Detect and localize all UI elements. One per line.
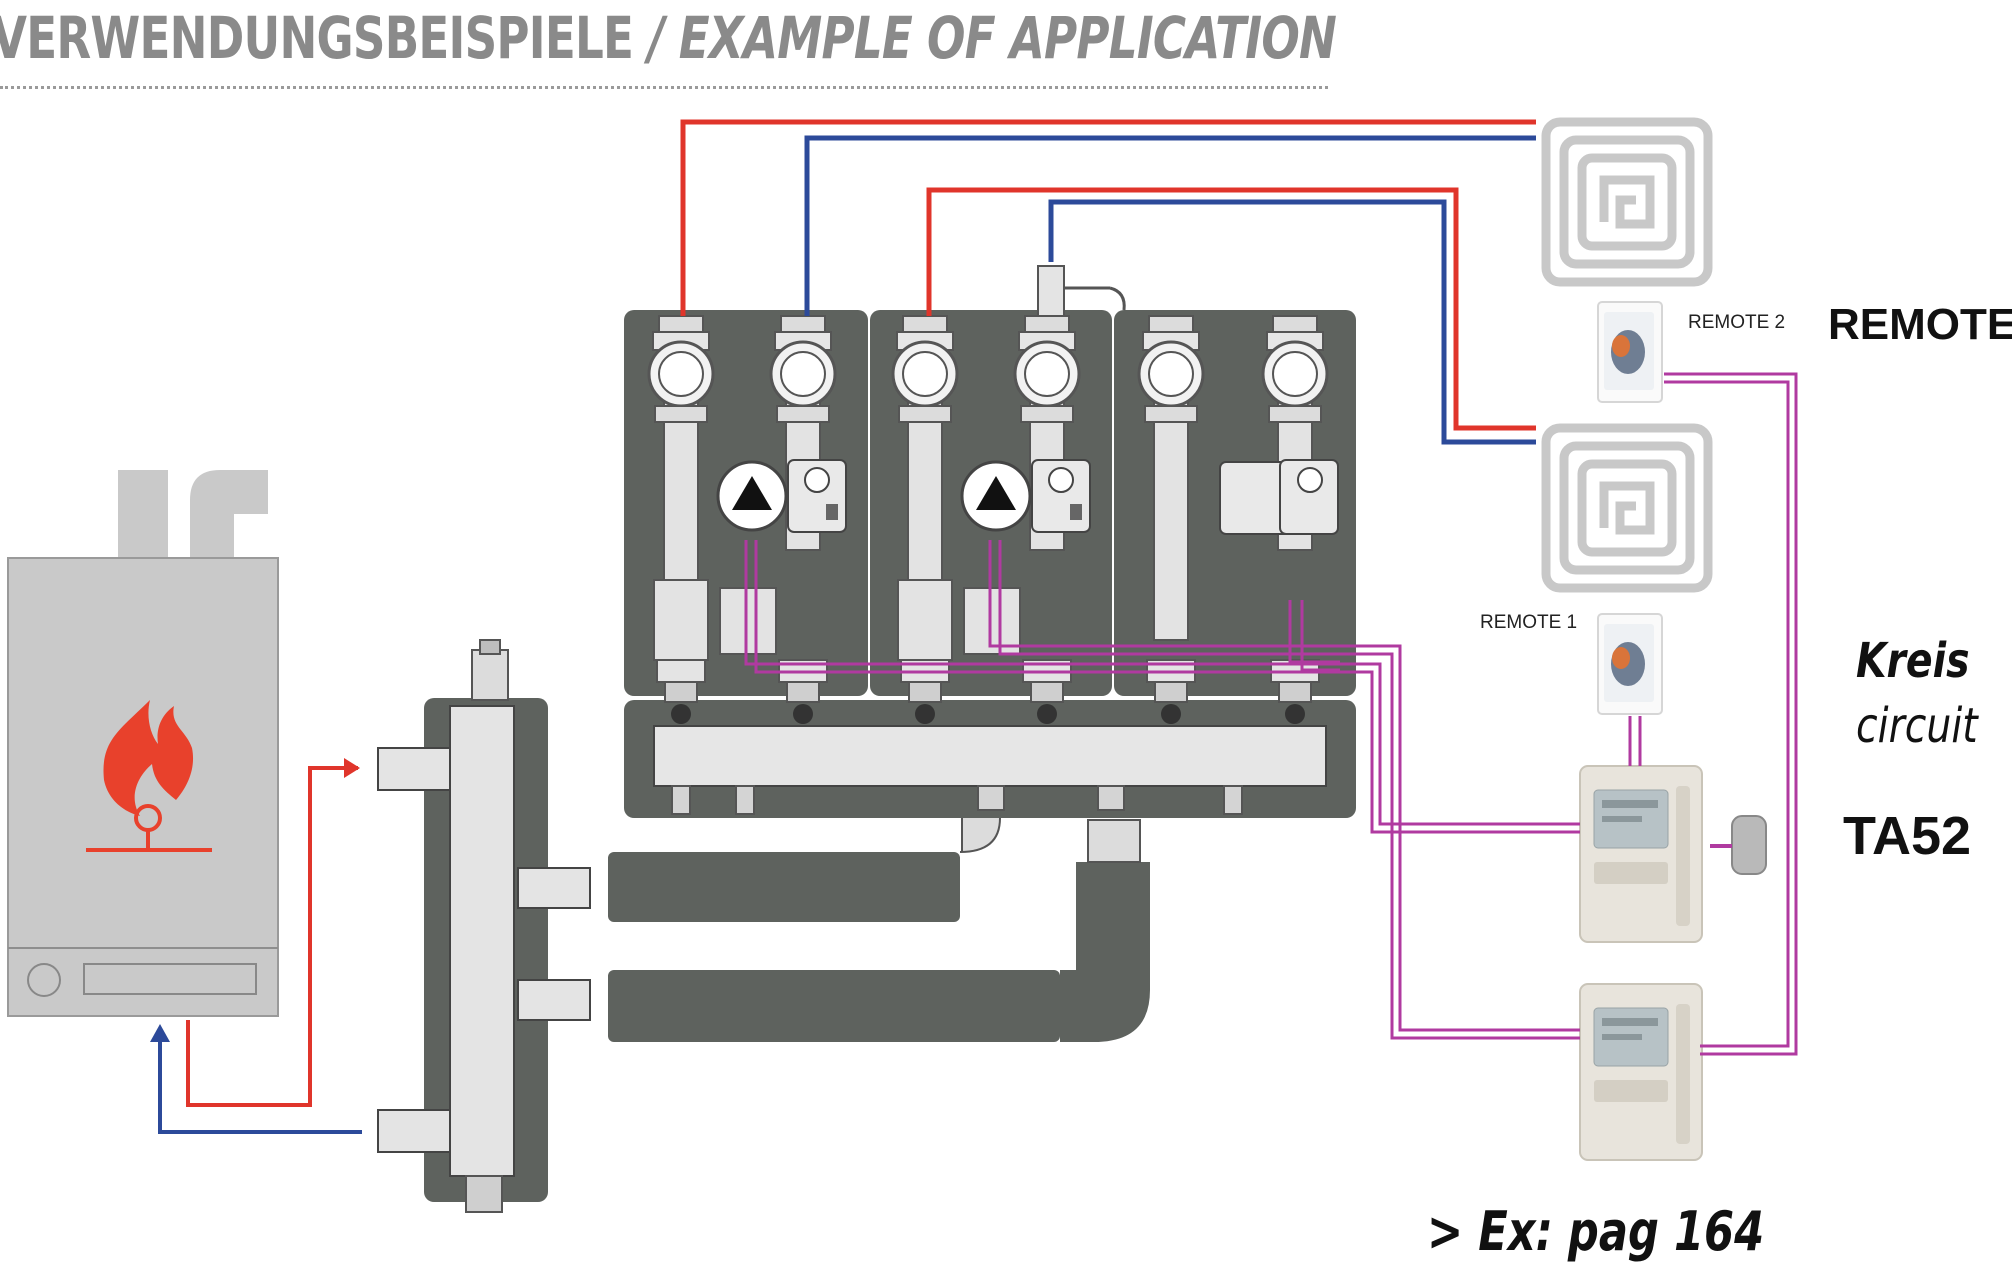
signal-wiring: [744, 372, 1798, 1056]
remote-heading: REMOTE: [1828, 300, 2012, 349]
supply-arrow-icon: [344, 758, 360, 778]
title-divider: [0, 86, 1328, 89]
circuit2-return-line: [1048, 199, 1536, 445]
controller-model-label: TA52: [1843, 806, 1972, 866]
controller-ta52-1: [1579, 765, 1703, 943]
controller-ta52-2: [1579, 983, 1703, 1161]
floor-heating-circuit-1: [1546, 428, 1708, 588]
circuit-label-de: Kreis: [1856, 633, 1970, 689]
sensor-icon: [1710, 815, 1767, 875]
circuit-label-en: circuit: [1856, 698, 1978, 754]
title-separator: /: [633, 4, 679, 72]
mixing-actuator: [1037, 265, 1126, 317]
connection-pipes: [608, 805, 1150, 1042]
page-title: VERWENDUNGSBEISPIELE / EXAMPLE OF APPLIC…: [0, 4, 1337, 72]
boiler-return-line: [158, 1040, 362, 1134]
thermostat-remote-1: [1597, 613, 1663, 715]
title-german: VERWENDUNGSBEISPIELE: [0, 4, 634, 72]
hydraulic-separator: [377, 639, 591, 1213]
pump-motor-3: [1219, 459, 1339, 535]
remote-2-label: REMOTE 2: [1688, 312, 1786, 333]
return-arrow-icon: [150, 1024, 170, 1042]
boiler-supply-line: [186, 766, 358, 1107]
remote-1-label: REMOTE 1: [1480, 612, 1578, 633]
thermostat-remote-2: [1597, 301, 1663, 403]
circuit1-supply-line: [680, 119, 1536, 316]
flame-icon: [86, 700, 212, 852]
gas-boiler: [7, 470, 279, 1017]
circuit2-supply-line: [926, 187, 1536, 431]
circuit1-return-line: [804, 135, 1536, 316]
manifold-feet: [671, 785, 1243, 815]
manifold-bar: [653, 725, 1327, 787]
page-reference-link[interactable]: > Ex: pag 164: [1427, 1200, 1765, 1263]
floor-heating-circuit-2: [1546, 122, 1708, 282]
title-english: EXAMPLE OF APPLICATION: [678, 4, 1337, 72]
